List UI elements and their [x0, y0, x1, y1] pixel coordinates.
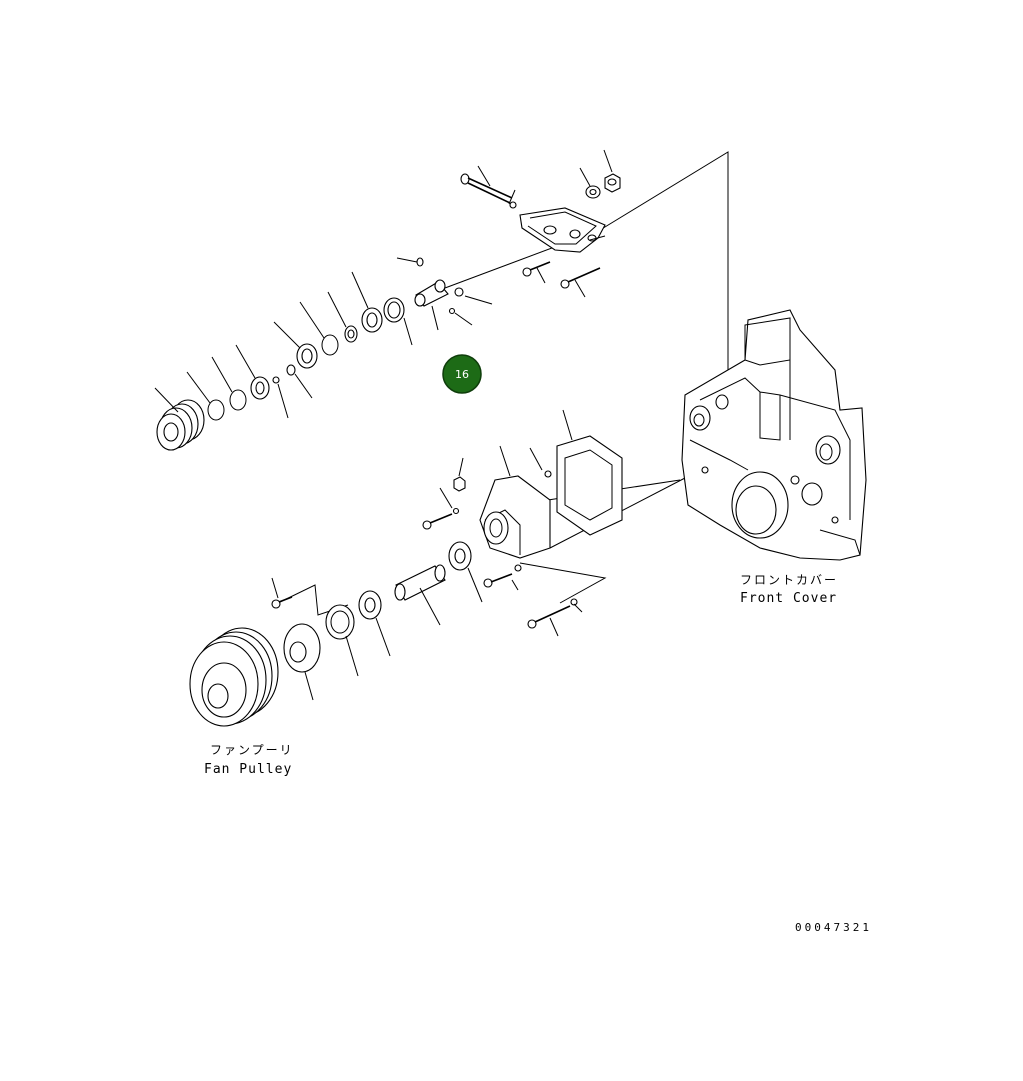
upper-pulley	[154, 387, 205, 451]
fan-pulley	[189, 627, 279, 727]
housing-bearing	[448, 541, 483, 603]
snap-ring-1	[299, 301, 339, 356]
fan-pulley-caption-jp: ファンプーリ	[210, 743, 294, 757]
front-cover-caption-jp: フロントカバー	[740, 573, 838, 587]
front-cover	[681, 309, 867, 561]
long-bolt	[460, 165, 513, 204]
housing-bolt-3	[527, 598, 583, 637]
housing-nut	[453, 457, 466, 492]
oil-seal	[383, 297, 413, 346]
callout-16-hotspot[interactable]: 16	[442, 354, 482, 394]
fan-bracket	[519, 207, 606, 253]
callout-16-label: 16	[455, 368, 469, 381]
spacer	[327, 291, 358, 343]
lower-housing-assembly	[189, 409, 623, 727]
bracket-bolt-2	[560, 267, 601, 298]
upper-bracket-assembly	[460, 149, 621, 298]
o-ring	[211, 356, 247, 411]
small-bolt	[272, 376, 289, 419]
housing-bolt-1	[422, 487, 460, 530]
bearing-lower	[273, 321, 318, 369]
housing-bolt-2	[483, 564, 522, 591]
hub-flange	[283, 623, 321, 701]
bracket-bolt-1	[522, 261, 551, 284]
lower-shaft	[394, 564, 446, 626]
drawing-number: 00047321	[795, 921, 872, 934]
hex-nut	[603, 149, 621, 193]
fan-shaft	[414, 279, 449, 331]
grease-fitting	[416, 257, 424, 267]
collar	[235, 344, 270, 400]
front-cover-caption-en: Front Cover	[740, 591, 837, 606]
plug	[454, 287, 464, 297]
fan-pulley-caption-en: Fan Pulley	[204, 762, 292, 777]
spacer-plate	[556, 409, 623, 536]
washer-small	[509, 201, 517, 209]
gasket	[325, 604, 359, 677]
washer-ring	[286, 364, 313, 399]
lower-bearing	[358, 590, 391, 657]
upper-shaft-stack	[154, 257, 493, 451]
bearing-upper	[351, 271, 383, 333]
pulley-bolt	[271, 577, 293, 609]
fan-housing	[479, 445, 552, 559]
snap-ring-2	[186, 371, 225, 421]
